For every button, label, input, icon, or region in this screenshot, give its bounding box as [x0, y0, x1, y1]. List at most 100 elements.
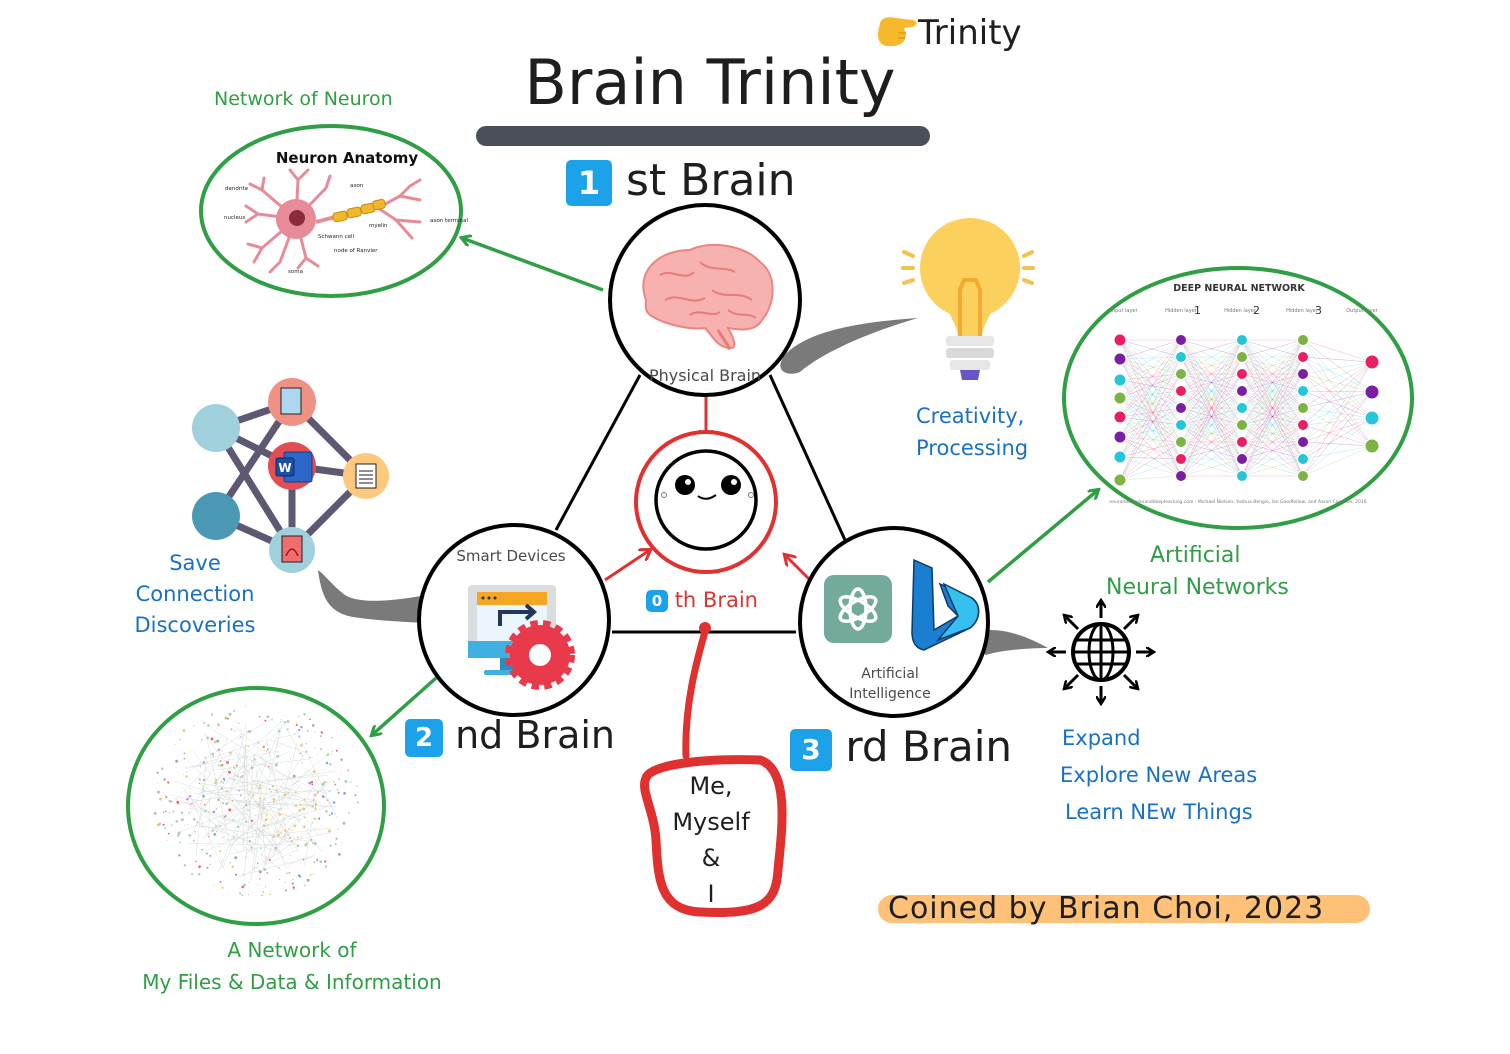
file-node [266, 716, 268, 718]
file-node [209, 854, 212, 857]
file-node [332, 750, 334, 752]
file-node [329, 763, 332, 766]
dnn-edge [1180, 424, 1243, 477]
files-network-line2: My Files & Data & Information [142, 970, 442, 994]
dnn-layer-number: 3 [1315, 304, 1322, 317]
dnn-edge [1180, 356, 1243, 392]
arrow-to-files-network [372, 676, 438, 735]
dnn-edge [1180, 424, 1243, 477]
file-link [171, 795, 203, 802]
dnn-edge [1119, 475, 1182, 481]
file-node [259, 870, 262, 874]
dnn-layer-number: 2 [1253, 304, 1260, 317]
file-node [334, 783, 337, 786]
file-link [266, 742, 298, 863]
dnn-edge [1119, 416, 1182, 460]
dnn-edge [1241, 339, 1304, 358]
neuron-caption: Network of Neuron [214, 88, 393, 110]
file-node [328, 814, 331, 817]
file-link [180, 798, 265, 863]
file-node [314, 818, 317, 820]
file-node [153, 811, 157, 815]
neuron-label: soma [288, 269, 303, 275]
file-node [354, 794, 357, 797]
file-node [162, 823, 165, 826]
dnn-edge [1180, 373, 1243, 460]
file-node [199, 803, 201, 805]
dnn-node [1113, 410, 1127, 424]
first-brain-suffix: st Brain [626, 155, 796, 206]
dnn-edge [1241, 339, 1304, 426]
file-node [196, 821, 199, 824]
file-node [157, 790, 160, 794]
file-node [170, 824, 173, 827]
dnn-edge [1119, 456, 1182, 477]
dnn-edge [1302, 390, 1373, 419]
dnn-edge [1119, 407, 1182, 438]
file-node [175, 759, 179, 763]
dnn-edge [1180, 373, 1243, 460]
file-link [173, 766, 209, 802]
file-node [234, 856, 238, 860]
file-node [244, 894, 246, 896]
file-node [237, 825, 240, 828]
file-node [249, 771, 251, 773]
dnn-node [1113, 430, 1127, 444]
file-node [228, 770, 231, 774]
file-node [308, 781, 312, 785]
file-node [286, 720, 290, 723]
ann-caption: Artificial Neural Networks [1106, 540, 1289, 604]
dnn-node [1175, 453, 1187, 465]
file-node [238, 722, 240, 724]
file-node [235, 873, 237, 876]
file-link [199, 730, 280, 811]
dnn-edge [1180, 339, 1243, 358]
file-link [265, 849, 298, 866]
dnn-edge [1180, 356, 1243, 375]
dnn-edge [1241, 356, 1304, 375]
dnn-edge [1302, 339, 1373, 393]
dnn-edge [1241, 390, 1304, 409]
dnn-edge [1180, 356, 1243, 409]
arrow-to-neuron [462, 238, 604, 292]
file-node [317, 817, 321, 820]
file-link [188, 737, 228, 817]
dnn-edge [1180, 407, 1243, 426]
file-node [189, 808, 191, 810]
file-node [196, 766, 198, 768]
dnn-edge [1180, 373, 1243, 443]
dnn-edge [1180, 339, 1243, 358]
dnn-edge [1241, 407, 1304, 460]
file-node [269, 893, 271, 896]
dnn-edge [1241, 407, 1304, 477]
dnn-edge [1119, 424, 1182, 458]
file-node [310, 780, 314, 784]
file-node [330, 753, 332, 755]
file-node [347, 769, 350, 772]
file-node [182, 773, 184, 775]
file-link [183, 756, 282, 852]
first-brain-number-badge: 1 [566, 160, 612, 206]
expand-caption: Expand Explore New Areas Learn NEw Thing… [1060, 720, 1257, 831]
file-node [309, 873, 312, 876]
file-node [212, 755, 215, 758]
file-node [315, 858, 319, 862]
file-link [192, 750, 268, 848]
dnn-edge [1241, 390, 1304, 477]
dnn-edge [1119, 390, 1182, 399]
dnn-oval [1062, 266, 1414, 530]
file-node [233, 710, 235, 712]
file-node [316, 753, 318, 755]
dnn-edge [1180, 356, 1243, 409]
zeroth-brain-suffix: th Brain [674, 588, 758, 612]
file-node [306, 729, 309, 732]
file-node [282, 829, 284, 831]
file-link [293, 724, 338, 819]
computer-gear-icon [468, 585, 575, 690]
file-node [300, 835, 302, 838]
dnn-edge [1241, 339, 1304, 392]
me-line: Me, [689, 772, 733, 800]
dnn-node [1236, 351, 1248, 363]
file-link [224, 776, 322, 804]
